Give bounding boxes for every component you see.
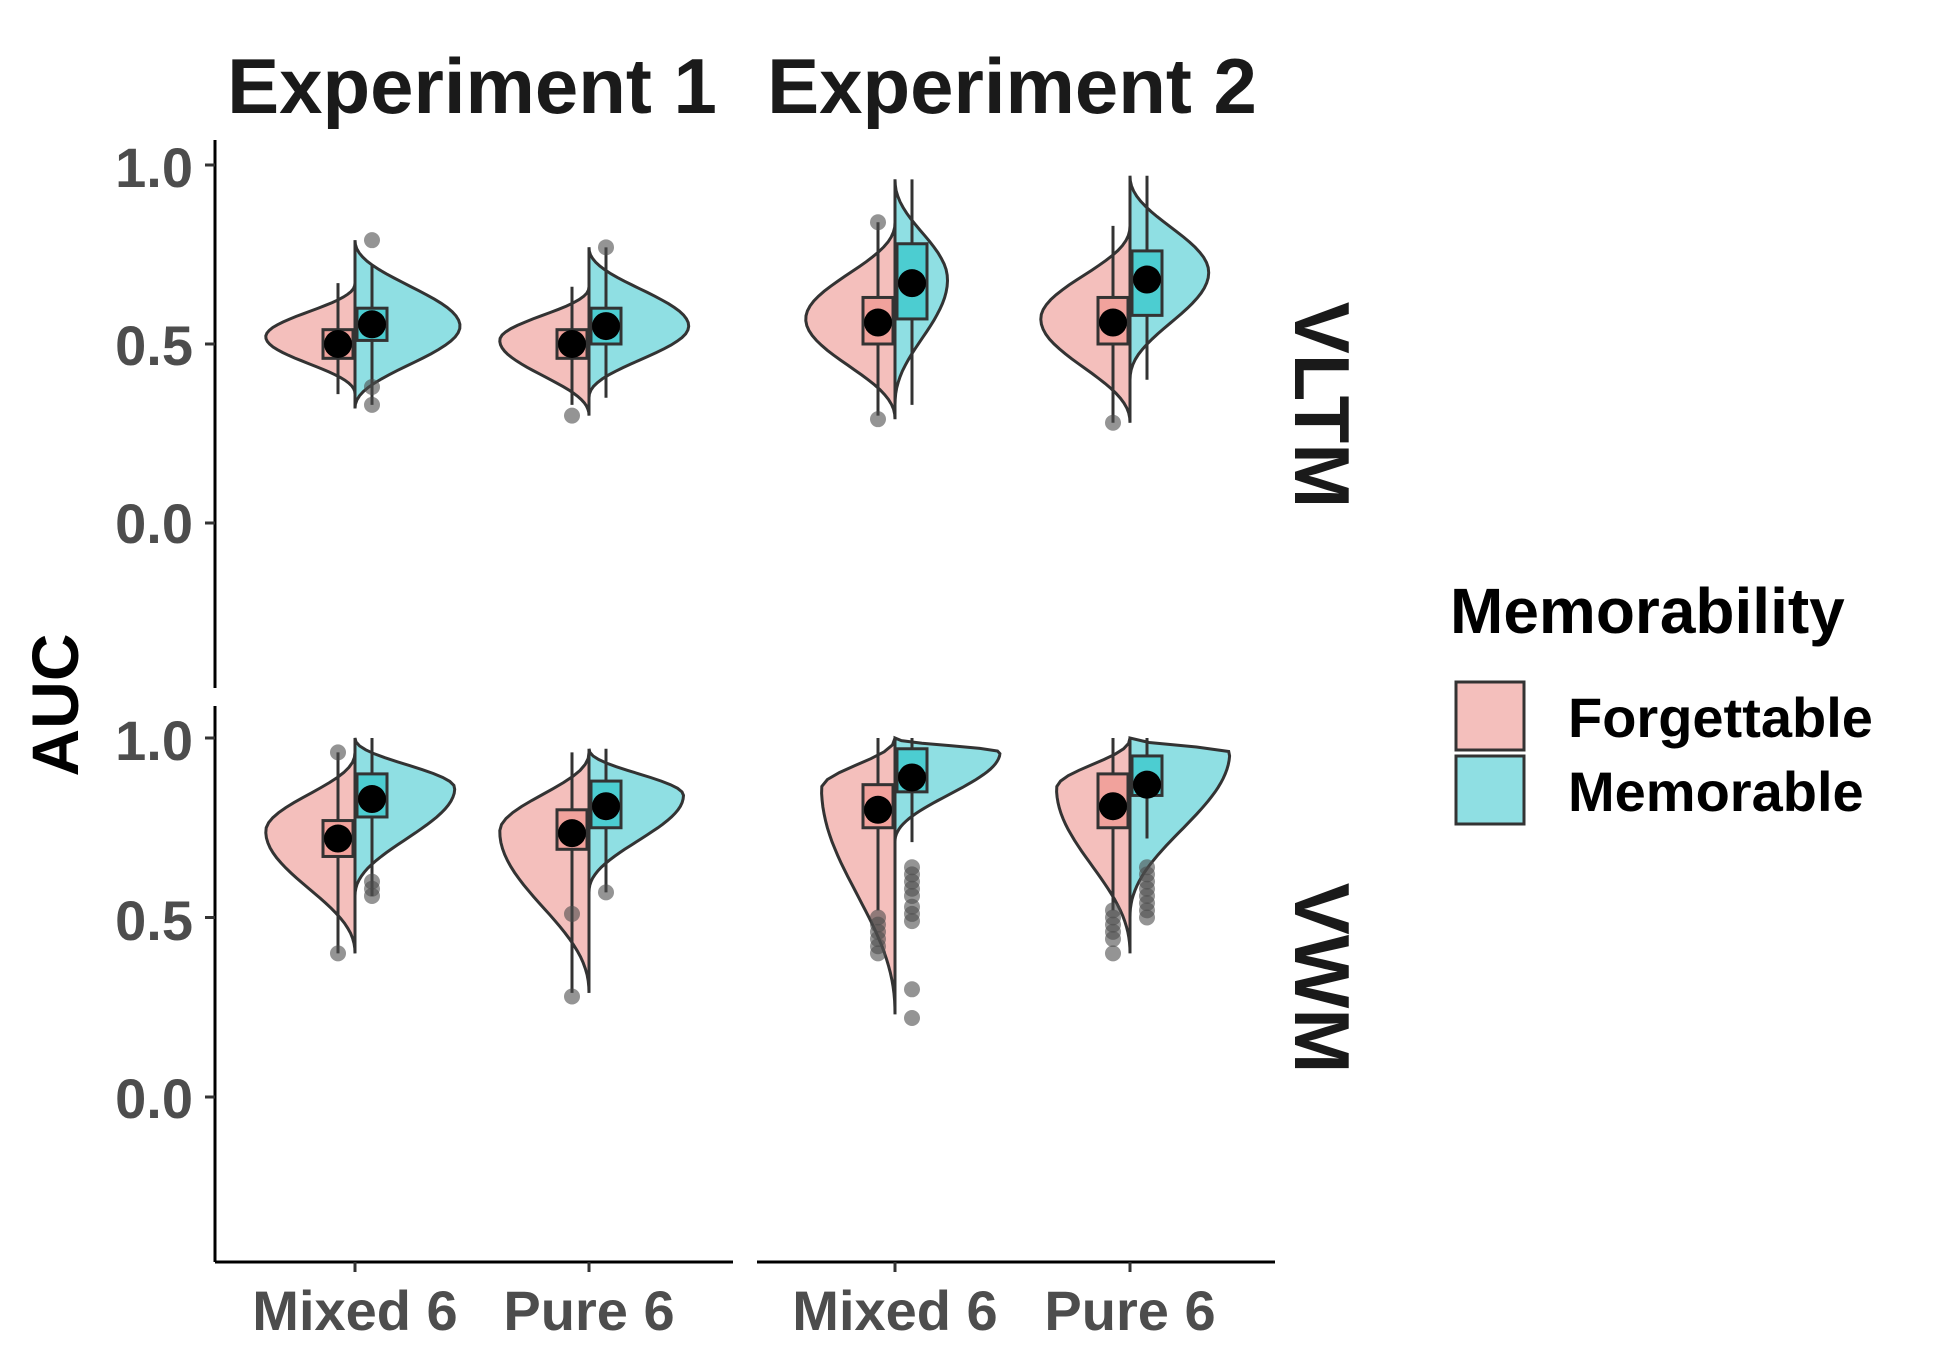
y-tick-label: 1.0 — [115, 709, 193, 772]
facet-label-vltm: VLTM — [1278, 302, 1366, 509]
violin-memorable — [587, 247, 691, 398]
y-tick-label: 0.0 — [115, 1067, 193, 1130]
legend: Memorability Forgettable Memorable — [1450, 575, 1873, 826]
outlier-point-forgettable — [564, 905, 580, 922]
legend-label-memorable: Memorable — [1568, 760, 1864, 823]
mean-point-memorable — [592, 312, 620, 341]
mean-point-memorable — [898, 269, 926, 298]
outlier-point-memorable — [364, 378, 380, 395]
legend-key-memorable — [1454, 754, 1526, 826]
facet-label-vwm: VWM — [1278, 883, 1366, 1074]
outlier-point-forgettable — [870, 945, 886, 962]
facet-label-experiment-2: Experiment 2 — [767, 42, 1257, 130]
violin-forgettable — [1039, 225, 1132, 423]
mean-point-memorable — [1133, 265, 1161, 294]
outlier-point-memorable — [598, 239, 614, 256]
outlier-point-memorable — [904, 913, 920, 930]
x-tick-label-mixed-6: Mixed 6 — [252, 1279, 457, 1342]
outlier-point-forgettable — [1105, 945, 1121, 962]
mean-point-forgettable — [558, 330, 586, 358]
x-tick-label-mixed-6: Mixed 6 — [792, 1279, 997, 1342]
outlier-point-forgettable — [330, 744, 346, 761]
x-tick-label-pure-6: Pure 6 — [503, 1279, 674, 1342]
violin-forgettable — [820, 737, 897, 1015]
outlier-point-memorable — [904, 1010, 920, 1027]
facet-label-experiment-1: Experiment 1 — [227, 42, 717, 130]
violin-forgettable — [498, 752, 591, 993]
plot-panels — [205, 140, 1275, 1272]
mean-point-memorable — [358, 310, 386, 339]
outlier-point-forgettable — [1105, 931, 1121, 948]
outlier-point-forgettable — [1105, 414, 1121, 431]
outlier-point-forgettable — [870, 214, 886, 231]
outlier-point-forgettable — [330, 945, 346, 962]
mean-point-forgettable — [864, 795, 892, 824]
legend-title: Memorability — [1450, 575, 1845, 647]
y-tick-label: 0.5 — [115, 314, 193, 377]
x-tick-label-pure-6: Pure 6 — [1044, 1279, 1215, 1342]
mean-point-forgettable — [558, 819, 586, 848]
mean-point-forgettable — [324, 330, 352, 358]
legend-label-forgettable: Forgettable — [1568, 686, 1873, 749]
outlier-point-memorable — [1139, 909, 1155, 926]
mean-point-forgettable — [324, 824, 352, 853]
mean-point-memorable — [358, 785, 386, 814]
outlier-point-memorable — [364, 232, 380, 249]
outlier-point-memorable — [904, 981, 920, 998]
y-tick-label: 1.0 — [115, 136, 193, 199]
mean-point-memorable — [1133, 770, 1161, 799]
outlier-point-memorable — [364, 396, 380, 413]
mean-point-memorable — [898, 763, 926, 792]
y-tick-label: 0.5 — [115, 889, 193, 952]
legend-key-forgettable — [1454, 680, 1526, 752]
outlier-point-memorable — [598, 884, 614, 901]
outlier-point-forgettable — [564, 407, 580, 424]
mean-point-forgettable — [1099, 792, 1127, 821]
mean-point-forgettable — [1099, 308, 1127, 337]
outlier-point-forgettable — [870, 411, 886, 428]
y-axis-title: AUC — [18, 634, 92, 777]
mean-point-forgettable — [864, 308, 892, 337]
mean-point-memorable — [592, 792, 620, 821]
outlier-point-memorable — [364, 887, 380, 904]
y-tick-label: 0.0 — [115, 492, 193, 555]
outlier-point-forgettable — [564, 988, 580, 1005]
